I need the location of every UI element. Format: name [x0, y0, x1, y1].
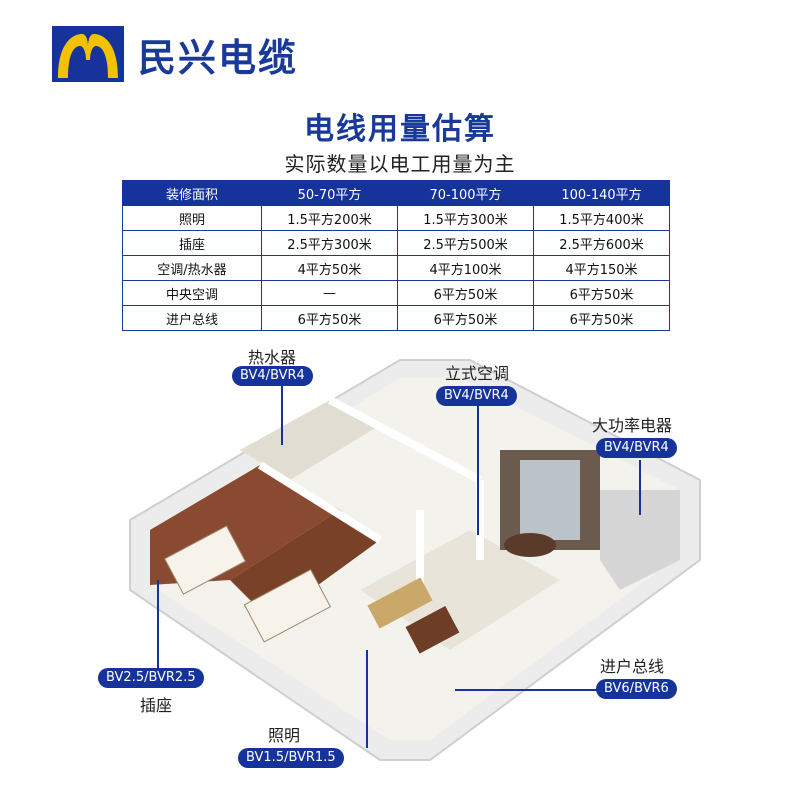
brand-logo-icon — [52, 26, 124, 82]
high-power-label: 大功率电器 — [592, 416, 673, 435]
high-power-spec-badge: BV4/BVR4 — [596, 438, 677, 458]
table-header-cell: 70-100平方 — [397, 180, 534, 206]
table-cell: 4平方150米 — [533, 255, 670, 281]
table-cell: 1.5平方400米 — [533, 205, 670, 231]
table-cell: 2.5平方500米 — [397, 230, 534, 256]
table-cell: 4平方50米 — [261, 255, 398, 281]
lighting-label: 照明 — [268, 726, 301, 745]
table-cell: 1.5平方300米 — [397, 205, 534, 231]
main-line-label: 进户总线 — [600, 657, 665, 676]
table-cell: 空调/热水器 — [122, 255, 262, 281]
table-header-row: 装修面积 50-70平方 70-100平方 100-140平方 — [122, 180, 670, 206]
table-cell: 插座 — [122, 230, 262, 256]
table-cell: — — [261, 280, 398, 306]
table-row: 插座 2.5平方300米 2.5平方500米 2.5平方600米 — [122, 230, 670, 256]
brand-header: 民兴电缆 — [52, 24, 298, 84]
table-cell: 2.5平方300米 — [261, 230, 398, 256]
table-cell: 1.5平方200米 — [261, 205, 398, 231]
table-cell: 6平方50米 — [397, 305, 534, 331]
table-cell: 进户总线 — [122, 305, 262, 331]
page-title: 电线用量估算 — [304, 112, 496, 147]
table-cell: 2.5平方600米 — [533, 230, 670, 256]
usage-table: 装修面积 50-70平方 70-100平方 100-140平方 照明 1.5平方… — [122, 180, 670, 331]
table-header-cell: 50-70平方 — [261, 180, 398, 206]
table-header-cell: 装修面积 — [122, 180, 262, 206]
socket-label: 插座 — [140, 696, 173, 715]
table-cell: 中央空调 — [122, 280, 262, 306]
table-row: 照明 1.5平方200米 1.5平方300米 1.5平方400米 — [122, 205, 670, 231]
water-heater-spec-badge: BV4/BVR4 — [232, 366, 313, 386]
standing-ac-spec-badge: BV4/BVR4 — [436, 386, 517, 406]
table-header-cell: 100-140平方 — [533, 180, 670, 206]
table-row: 空调/热水器 4平方50米 4平方100米 4平方150米 — [122, 255, 670, 281]
floor-plan-illustration — [129, 359, 701, 761]
water-heater-label: 热水器 — [248, 348, 297, 367]
socket-spec-badge: BV2.5/BVR2.5 — [98, 668, 204, 688]
table-cell: 6平方50米 — [533, 305, 670, 331]
table-cell: 4平方100米 — [397, 255, 534, 281]
table-cell: 6平方50米 — [397, 280, 534, 306]
page-subtitle: 实际数量以电工用量为主 — [284, 152, 516, 176]
table-row: 进户总线 6平方50米 6平方50米 6平方50米 — [122, 305, 670, 331]
table-cell: 6平方50米 — [261, 305, 398, 331]
standing-ac-label: 立式空调 — [445, 364, 510, 383]
brand-name: 民兴电缆 — [138, 35, 299, 80]
lighting-spec-badge: BV1.5/BVR1.5 — [238, 748, 344, 768]
main-line-spec-badge: BV6/BVR6 — [596, 679, 677, 699]
table-cell: 照明 — [122, 205, 262, 231]
table-row: 中央空调 — 6平方50米 6平方50米 — [122, 280, 670, 306]
table-cell: 6平方50米 — [533, 280, 670, 306]
